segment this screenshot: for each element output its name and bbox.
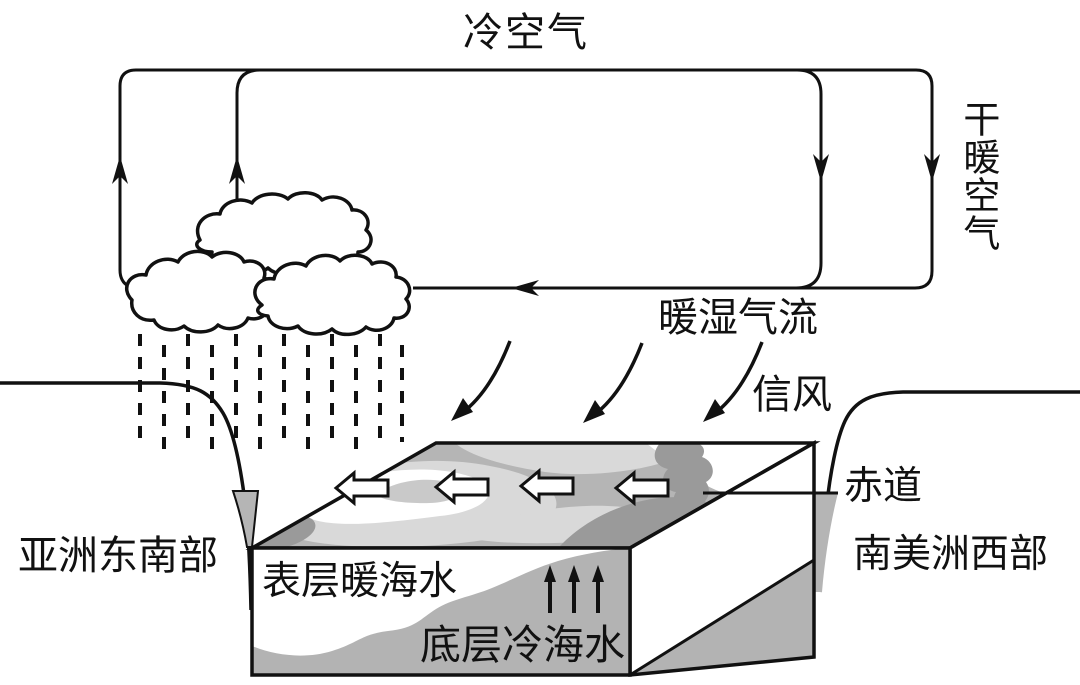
coastline-left	[0, 381, 253, 611]
trade-wind-label: 信风	[752, 372, 832, 418]
trade-wind-arrows	[451, 340, 764, 423]
ocean-box-front-face	[250, 546, 632, 677]
south-america-shape	[654, 443, 713, 510]
surface-current-arrow-icon	[333, 469, 390, 507]
cold-air-label: 冷空气	[463, 10, 589, 56]
upwelling-arrow-icon	[568, 565, 580, 582]
bottom-cold-water-label: 底层冷海水	[420, 621, 625, 669]
upwelling-arrow-icon	[592, 565, 604, 582]
up-arrow-icon	[229, 156, 245, 184]
surface-warm-water-label: 表层暖海水	[262, 559, 458, 604]
dry-warm-air-label: 干暖空气	[956, 100, 1000, 252]
curved-wind-arrow-icon	[592, 342, 644, 417]
southeast-asia-label: 亚洲东南部	[18, 533, 218, 579]
down-arrow-icon	[813, 154, 829, 182]
ocean-box-right-face	[628, 439, 816, 677]
surface-current-arrow-icon	[518, 467, 575, 505]
loop-flow-arrowheads	[112, 154, 940, 296]
warm-moist-flow-label: 暖湿气流	[658, 295, 818, 341]
circulation-loop-outer	[118, 68, 934, 291]
land-fill-right	[814, 493, 838, 592]
left-arrow-icon	[511, 280, 539, 296]
surface-current-arrows	[333, 467, 670, 507]
surface-current-arrow-icon	[433, 468, 490, 506]
upwelling-arrows	[544, 565, 604, 613]
west-south-america-label: 南美洲西部	[853, 532, 1049, 577]
cloud-icon	[253, 253, 412, 337]
cloud-cluster	[125, 191, 412, 337]
land-fill-left	[231, 490, 260, 548]
rain-dashes-icon	[138, 334, 404, 452]
equator-label: 赤道	[844, 464, 923, 509]
upwelling-arrow-icon	[544, 565, 556, 582]
curved-wind-arrow-icon	[460, 340, 512, 415]
cloud-icon	[125, 249, 277, 334]
cold-water-region	[252, 548, 630, 675]
surface-current-arrow-icon	[613, 469, 670, 507]
up-arrow-icon	[112, 156, 128, 184]
down-arrow-icon	[924, 154, 940, 182]
